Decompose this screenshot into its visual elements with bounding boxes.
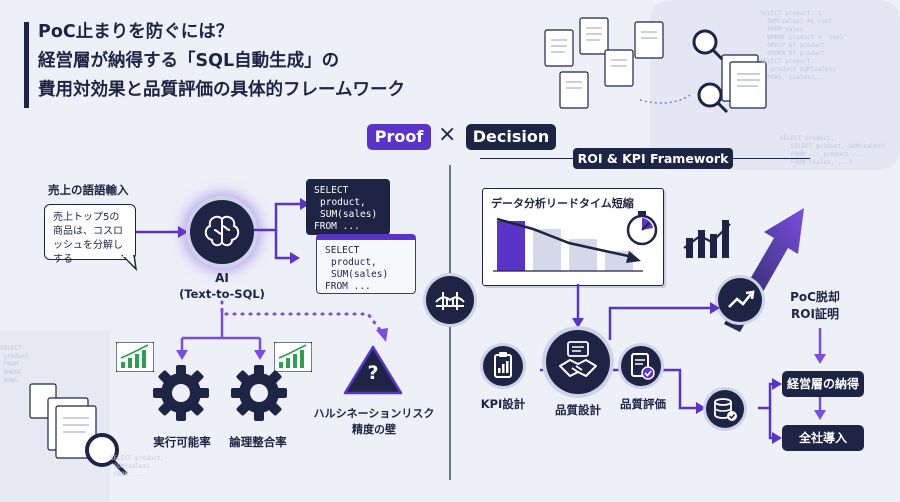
code-line: product,: [331, 257, 377, 268]
quality-eval-node: [621, 346, 661, 386]
trend-up-icon: [728, 290, 755, 308]
right-flow-arrows: [540, 284, 826, 444]
sql-code-block-2: SELECT product, SUM(sales) FROM ...: [316, 234, 416, 294]
code-line: SELECT: [314, 185, 349, 196]
framework-label: ROI & KPI Framework: [573, 148, 733, 169]
bridge-node: [426, 276, 474, 324]
document-check-icon: [631, 353, 655, 380]
handshake-icon: [559, 341, 597, 377]
title-line-1: PoC止まりを防ぐには？: [38, 22, 234, 42]
accuracy-wall-label: 精度の壁: [352, 423, 396, 436]
trend-node: [718, 278, 762, 322]
dotted-arrow-ai-to-risk: [220, 300, 388, 342]
proof-pill: Proof: [367, 124, 431, 150]
code-line: SUM(sales): [320, 209, 378, 220]
poc-exit-label: PoC脱却: [790, 290, 840, 304]
ai-label-sub: (Text-to-SQL): [179, 287, 265, 301]
code-line: FROM ...: [325, 281, 371, 292]
mini-chart-icon-1: [116, 342, 154, 372]
database-check-icon: [714, 398, 737, 421]
exec-buyin-box: 経営層の納得: [782, 371, 864, 397]
metric-logical-consistency: 論理整合率: [229, 435, 287, 449]
decor-code-text-4: SELECT product, SUM(sales) FROM ...: [110, 455, 165, 478]
input-heading: 売上の語語輸入: [48, 183, 129, 197]
chart-trend-line: [496, 217, 634, 259]
arrow-bubble-to-ai: [136, 226, 188, 238]
code-line: SELECT: [325, 245, 360, 256]
brain-icon: [204, 215, 240, 247]
gear-icon: [153, 365, 209, 421]
metric-executability: 実行可能率: [153, 435, 211, 449]
database-node: [706, 390, 744, 428]
title-line-2: 経営層が納得する「SQL自動生成」の: [38, 51, 340, 71]
bubble-tail: [120, 255, 138, 271]
lead-time-bar-chart: [493, 217, 643, 272]
mini-chart-icon-2: [274, 342, 312, 372]
code-line: FROM ...: [314, 221, 360, 232]
code-line: SUM(sales): [331, 269, 389, 280]
quality-design-label: 品質設計: [555, 403, 601, 417]
ai-node: [190, 200, 254, 264]
decision-pill: Decision: [466, 124, 556, 150]
magnifier-icon: [692, 29, 729, 114]
chart-bar: [533, 229, 561, 271]
warning-question-mark: ?: [367, 362, 379, 384]
times-symbol: ×: [438, 122, 457, 147]
roi-proof-label: ROI証明: [791, 307, 839, 321]
warning-icon: [343, 345, 403, 395]
chart-bar: [497, 221, 525, 271]
decor-code-text-2: SELECT product, SELECT product, SUM(sale…: [780, 135, 885, 166]
quality-eval-label: 品質評価: [620, 397, 666, 411]
lead-time-chart-title: データ分析リードタイム短縮: [491, 197, 634, 210]
query-bubble: 売上トップ5の商品は、コスロッシュを分解しする: [44, 204, 136, 265]
decor-code-text: SELECT product, s SUM(sales) AS cost FRO…: [760, 10, 847, 81]
decor-code-text-3: SELECT product FROM WHERE ROWS: [0, 345, 29, 384]
gear-icon: [231, 365, 287, 421]
title-accent-bar: [24, 22, 29, 108]
quality-design-node: [546, 330, 610, 394]
kpi-design-label: KPI設計: [480, 397, 526, 411]
company-rollout-box: 全社導入: [782, 425, 864, 451]
magnifier-icon-bottom: [85, 433, 128, 476]
kpi-node: [483, 346, 523, 386]
hallucination-risk-label: ハルシネーションリスク: [313, 407, 435, 420]
stopwatch-icon: [626, 211, 658, 246]
ai-label: AI: [215, 271, 229, 285]
title-block: PoC止まりを防ぐには？ 経営層が納得する「SQL自動生成」の 費用対効果と品質…: [24, 18, 405, 108]
code-line: product,: [320, 197, 366, 208]
title-line-3: 費用対効果と品質評価の具体的フレームワーク: [38, 80, 405, 100]
bridge-icon: [435, 292, 465, 310]
arrows-ai-to-code: [254, 198, 310, 264]
sql-code-block-1: SELECT product, SUM(sales) FROM ...: [306, 179, 390, 235]
clipboard-icon: [494, 352, 512, 378]
arrows-ai-to-metrics: [176, 308, 266, 360]
